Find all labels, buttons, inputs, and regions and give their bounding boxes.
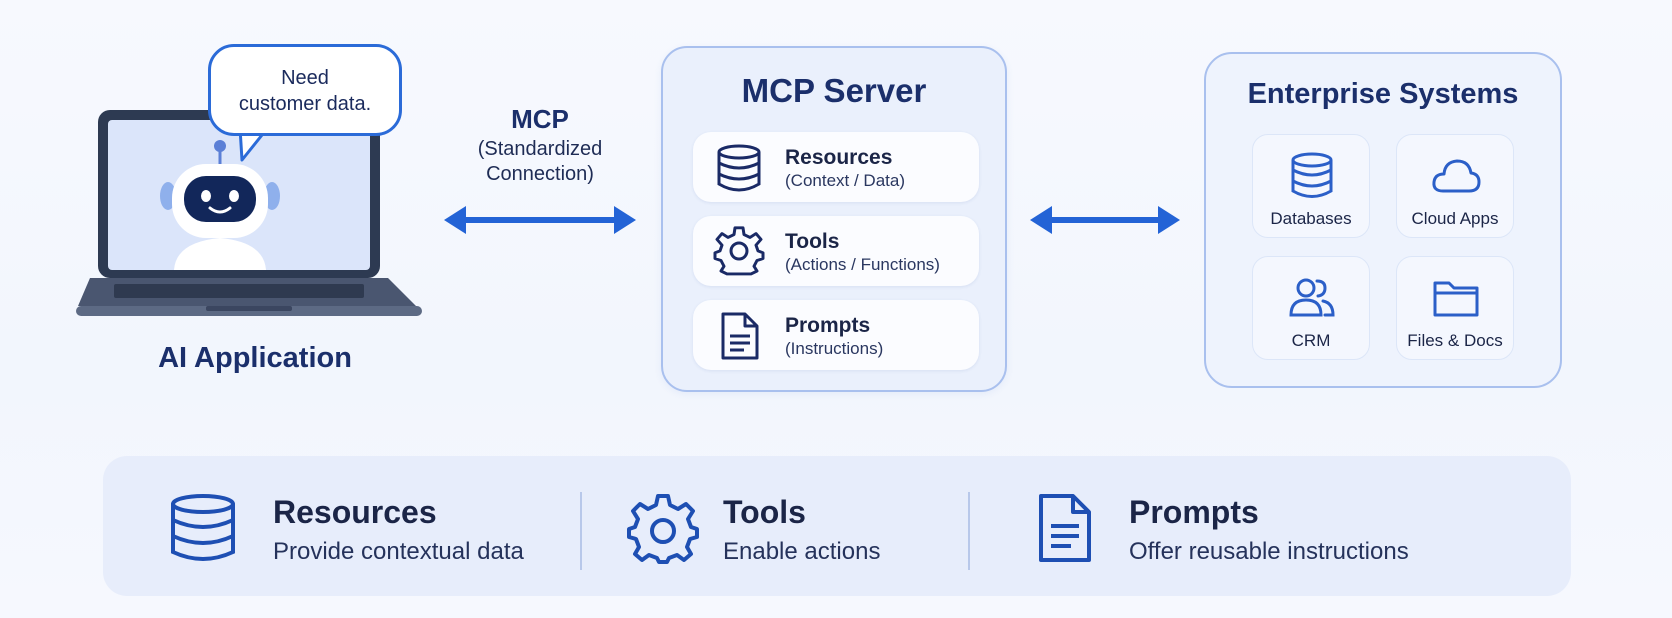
cloud-icon (1432, 159, 1481, 193)
laptop-robot-icon (76, 108, 426, 330)
legend-title: Tools (723, 494, 806, 530)
server-item-subtitle: (Context / Data) (785, 171, 905, 190)
server-item-resources: Resources (Context / Data) (693, 132, 979, 202)
enterprise-systems-panel: Enterprise Systems Databases Cloud Apps (1204, 52, 1562, 388)
tile-label: Databases (1270, 209, 1352, 228)
bidirectional-arrow-icon (444, 206, 636, 234)
tile-label: CRM (1291, 331, 1331, 350)
mcp-server-title: MCP Server (741, 72, 927, 109)
connection-subtitle: (Standardized Connection) (450, 137, 630, 187)
tile-label: Files & Docs (1407, 331, 1503, 350)
legend-item-resources: Resources Provide contextual data (167, 456, 567, 596)
folder-icon (1433, 281, 1479, 317)
server-item-prompts: Prompts (Instructions) (693, 300, 979, 370)
server-item-subtitle: (Instructions) (785, 339, 884, 358)
legend-bar: Resources Provide contextual data Tools … (103, 456, 1571, 596)
tile-files-docs: Files & Docs (1396, 256, 1514, 360)
connection-subtitle-line2: Connection) (486, 163, 594, 185)
legend-title: Resources (273, 494, 437, 530)
tile-label: Cloud Apps (1411, 209, 1499, 228)
server-item-tools: Tools (Actions / Functions) (693, 216, 979, 286)
bidirectional-arrow-icon (1030, 206, 1180, 234)
enterprise-title: Enterprise Systems (1247, 78, 1519, 110)
document-icon (1039, 494, 1091, 562)
tile-crm: CRM (1252, 256, 1370, 360)
legend-divider (968, 492, 970, 570)
speech-bubble-line2: customer data. (238, 93, 372, 115)
legend-title: Prompts (1129, 494, 1259, 530)
legend-desc: Enable actions (723, 538, 881, 565)
gear-icon (713, 226, 765, 276)
legend-item-tools: Tools Enable actions (627, 456, 967, 596)
database-icon (1291, 152, 1333, 198)
connection-subtitle-line1: (Standardized (477, 138, 603, 160)
connection-title: MCP (511, 104, 569, 134)
database-icon (171, 494, 235, 561)
users-icon (1289, 278, 1335, 317)
ai-application-label: AI Application (158, 342, 352, 374)
speech-bubble-line1: Need (281, 67, 329, 89)
server-item-subtitle: (Actions / Functions) (785, 255, 940, 274)
server-item-title: Prompts (785, 314, 871, 337)
server-item-title: Resources (785, 146, 893, 169)
gear-icon (627, 494, 699, 564)
legend-desc: Offer reusable instructions (1129, 538, 1409, 565)
mcp-server-panel: MCP Server Resources (Context / Data) To… (661, 46, 1007, 392)
tile-databases: Databases (1252, 134, 1370, 238)
database-icon (717, 144, 761, 192)
speech-bubble: Need customer data. (208, 44, 402, 136)
legend-desc: Provide contextual data (273, 538, 524, 565)
connection-label: MCP (Standardized Connection) (450, 104, 630, 187)
server-item-title: Tools (785, 230, 840, 253)
tile-cloud-apps: Cloud Apps (1396, 134, 1514, 238)
document-icon (721, 312, 759, 360)
legend-item-prompts: Prompts Offer reusable instructions (1029, 456, 1529, 596)
legend-divider (580, 492, 582, 570)
